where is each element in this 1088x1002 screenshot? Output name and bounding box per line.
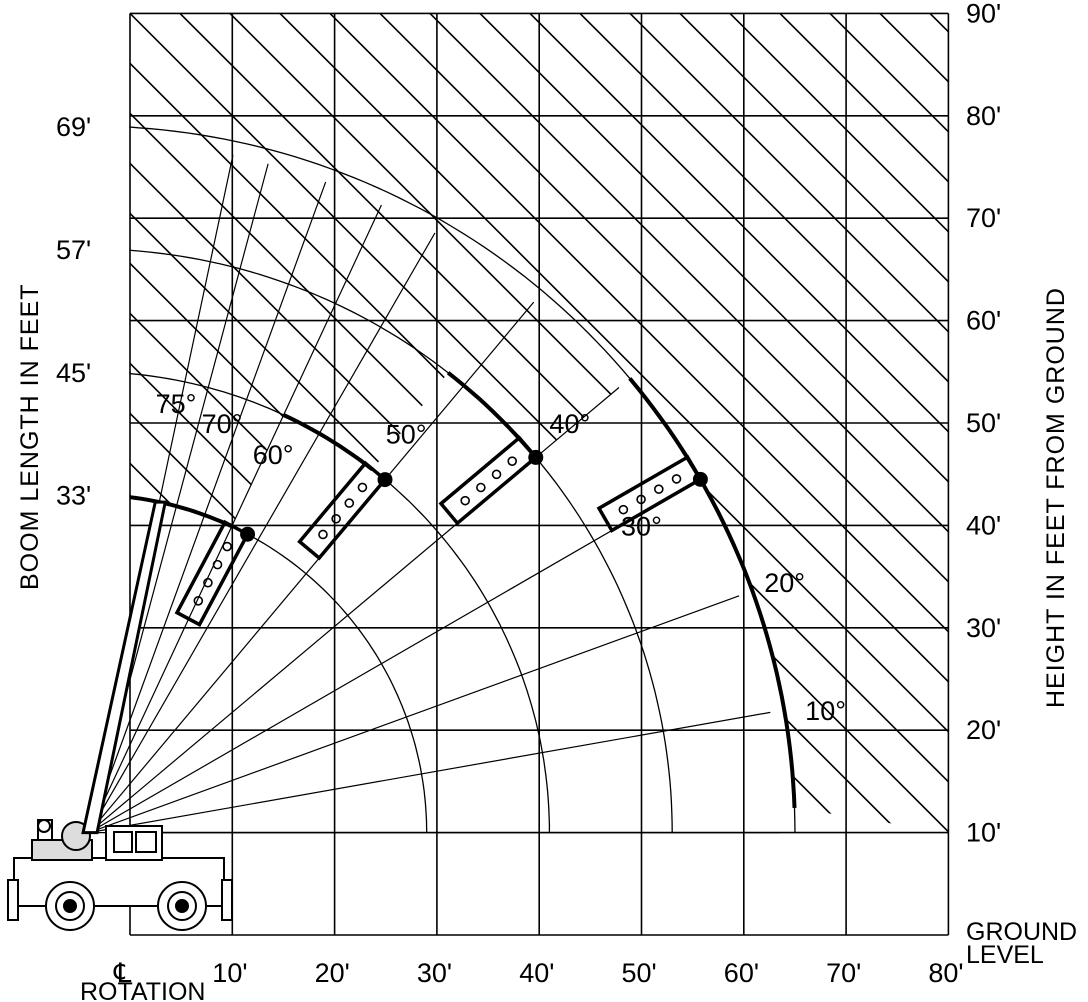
y-axis-ticks: 10' 20' 30' 40' 50' 60' 70' 80' 90': [966, 0, 1001, 848]
boom-angle-labels: 75°70° 60° 50° 40° 30° 20° 10°: [156, 389, 846, 726]
boom-angle-label: 50°: [386, 419, 427, 449]
boom-pin: [331, 513, 341, 524]
right-axis-title: HEIGHT IN FEET FROM GROUND: [1042, 287, 1070, 708]
boom-length-label: 45': [56, 358, 91, 388]
boom-pin: [507, 456, 518, 466]
y-tick-label: 70': [966, 203, 1001, 233]
boom-pin: [344, 498, 355, 508]
boom-pin: [357, 482, 368, 493]
x-tick-label: 30': [417, 958, 452, 988]
boom-pin: [636, 494, 646, 505]
x-tick-label: 80': [928, 958, 963, 988]
boom-pin: [203, 577, 213, 588]
out-of-range-hatching: [130, 13, 949, 833]
boom-pin: [476, 482, 486, 493]
ground-level-label: LEVEL: [966, 941, 1044, 969]
boom-angle-ray: [88, 301, 535, 833]
x-tick-label: 60': [724, 958, 759, 988]
boom-length-arc: [129, 371, 551, 833]
envelope-segment: [628, 377, 797, 808]
y-tick-label: 40': [966, 510, 1001, 540]
x-tick-label: 20': [315, 958, 350, 988]
y-tick-label: 90': [966, 0, 1001, 28]
boom-tip-sheave: [692, 471, 708, 487]
boom-pin: [654, 484, 664, 494]
boom-angle-ray: [88, 204, 382, 833]
boom-tip-section: [438, 435, 539, 526]
boom-angle-ray: [88, 711, 771, 834]
left-axis-title: BOOM LENGTH IN FEET: [16, 283, 44, 590]
envelope-segment: [282, 413, 374, 472]
boom-pin: [460, 495, 470, 506]
boom-angle-label: 70°: [202, 409, 243, 439]
ground-label: GROUND: [966, 918, 1077, 946]
x-tick-label: 40': [519, 958, 554, 988]
boom-angle-label: 40°: [549, 409, 590, 439]
boom-angle-label: 60°: [253, 440, 294, 470]
boom-length-label: 69': [56, 112, 91, 142]
boom-tip-section: [596, 454, 703, 533]
boom-pin: [671, 474, 682, 484]
y-tick-label: 50': [966, 408, 1001, 438]
boom-angle-label: 75°: [156, 389, 197, 419]
boom-angle-rays: [88, 155, 781, 834]
boom-pin: [212, 559, 223, 570]
boom-angle-ray: [88, 181, 327, 833]
boom-pin: [491, 469, 502, 480]
boom-tip-section: [174, 519, 250, 627]
boom-pin: [193, 595, 204, 606]
boom-angle-label: 20°: [764, 568, 805, 598]
y-tick-label: 80': [966, 101, 1001, 131]
envelope-segment: [446, 371, 538, 459]
boom-angle-ray: [88, 485, 689, 834]
y-tick-label: 30': [966, 613, 1001, 643]
boom-angle-ray: [88, 595, 740, 834]
boom-length-labels: 33' 45' 57' 69': [56, 112, 91, 511]
boom-angle-ray: [88, 232, 436, 833]
boom-length-label: 33': [56, 481, 91, 511]
centerline-label: ℄: [113, 958, 132, 988]
y-tick-label: 20': [966, 715, 1001, 745]
crane-icon: [7, 500, 233, 931]
x-tick-label: 50': [622, 958, 657, 988]
boom-pin: [222, 541, 232, 552]
x-tick-label: 70': [826, 958, 861, 988]
boom-tip-sheave: [528, 449, 544, 465]
boom-tip-sheave: [240, 526, 256, 542]
y-tick-label: 60': [966, 306, 1001, 336]
boom-sections: [174, 435, 708, 627]
boom-length-label: 57': [56, 235, 91, 265]
y-tick-label: 10': [966, 818, 1001, 848]
envelope-segment: [129, 495, 233, 529]
boom-pin: [618, 504, 629, 515]
x-axis-ticks: 10' 20' 30' 40' 50' 60' 70' 80': [212, 958, 963, 988]
boom-pin: [318, 529, 328, 540]
grid: [129, 12, 950, 936]
rotation-label: ROTATION: [80, 978, 205, 1002]
x-tick-label: 10': [212, 958, 247, 988]
boom-tip-section: [297, 460, 388, 561]
boom-tip-sheave: [377, 472, 393, 488]
boom-angle-label: 10°: [805, 696, 846, 726]
boom-angle-label: 30°: [621, 512, 662, 542]
